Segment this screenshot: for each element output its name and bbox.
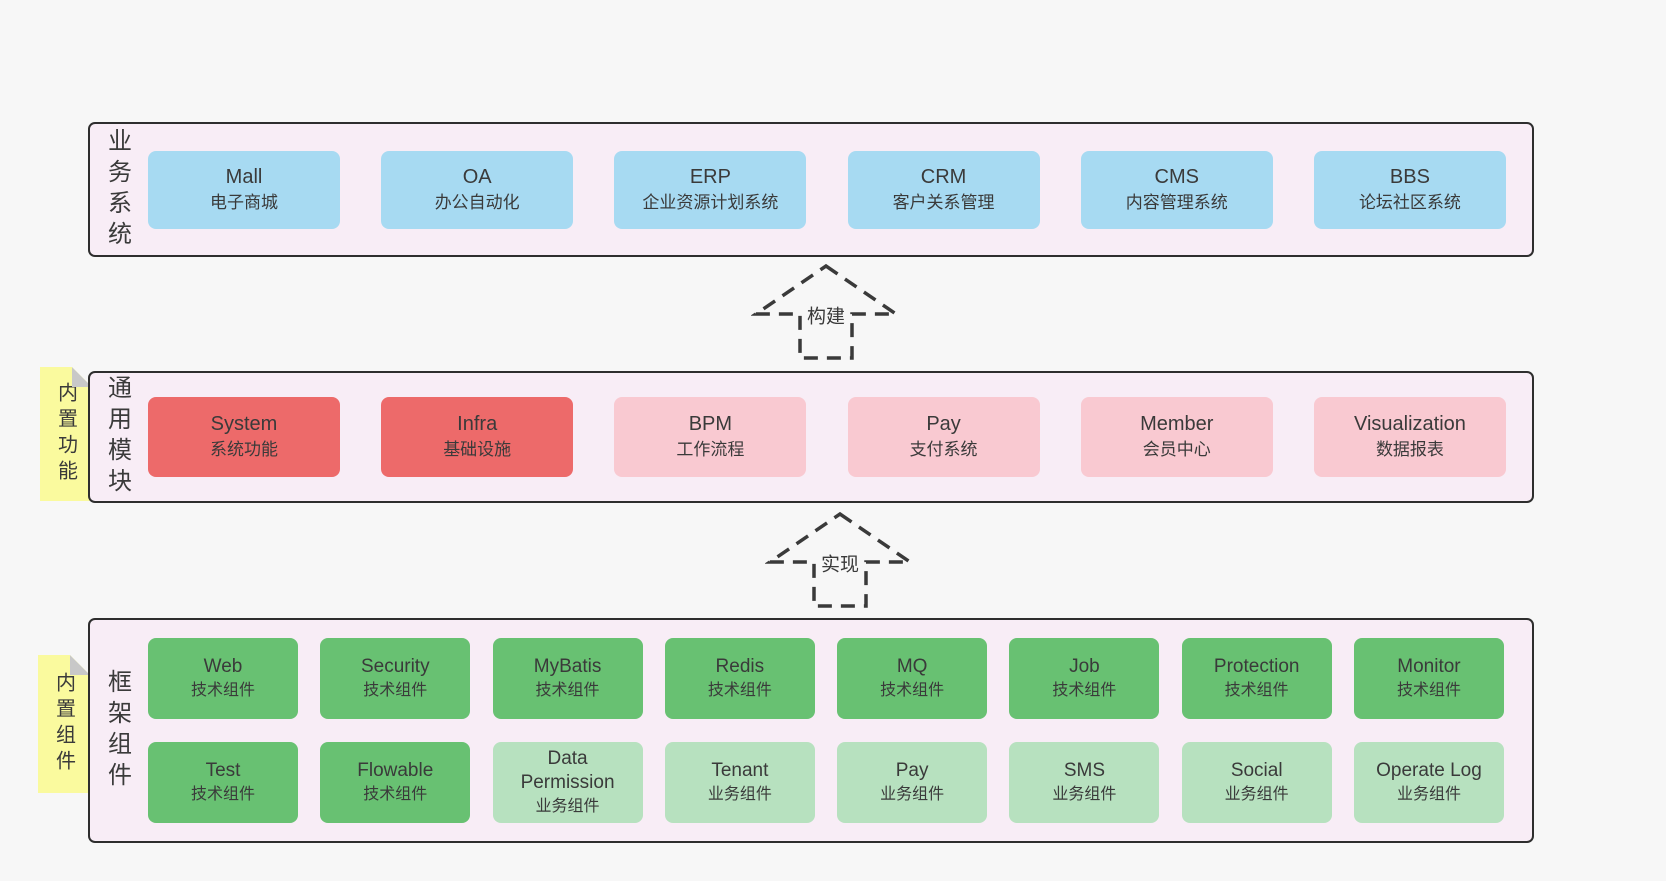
box-security: Security 技术组件	[320, 638, 471, 719]
layer-label-business: 业务系统	[103, 127, 131, 252]
box-mybatis: MyBatis 技术组件	[492, 638, 643, 719]
box-protection: Protection 技术组件	[1181, 638, 1332, 719]
box-cms: CMS 内容管理系统	[1080, 150, 1273, 229]
sticky-note-built-in-components: 内置组件	[38, 655, 90, 793]
box-redis: Redis 技术组件	[664, 638, 815, 719]
box-erp: ERP 企业资源计划系统	[614, 150, 807, 229]
module-boxes-row: System 系统功能 Infra 基础设施 BPM 工作流程 Pay 支付系统…	[144, 373, 1532, 501]
box-visualization: Visualization 数据报表	[1313, 397, 1506, 477]
box-job: Job 技术组件	[1009, 638, 1160, 719]
arrow-label: 构建	[803, 299, 849, 331]
box-monitor: Monitor 技术组件	[1353, 638, 1504, 719]
layer-label-modules: 通用模块	[103, 375, 131, 499]
box-mq: MQ 技术组件	[837, 638, 988, 719]
box-flowable: Flowable 技术组件	[320, 742, 471, 823]
layer-business-systems: 业务系统 Mall 电子商城 OA 办公自动化 ERP 企业资源计划系统 CRM…	[88, 122, 1534, 257]
business-boxes-row: Mall 电子商城 OA 办公自动化 ERP 企业资源计划系统 CRM 客户关系…	[144, 124, 1532, 255]
box-pay: Pay 支付系统	[847, 397, 1040, 477]
box-bbs: BBS 论坛社区系统	[1313, 150, 1506, 229]
box-web: Web 技术组件	[148, 638, 298, 719]
sticky-note-label: 内置组件	[52, 672, 75, 776]
box-test: Test 技术组件	[148, 742, 298, 823]
box-infra: Infra 基础设施	[381, 397, 574, 477]
layer-label-components: 框架组件	[103, 668, 131, 793]
box-member: Member 会员中心	[1080, 397, 1273, 477]
layer-framework-components: 框架组件 Web 技术组件 Security 技术组件 MyBatis 技术组件…	[88, 618, 1534, 843]
box-sms: SMS 业务组件	[1009, 742, 1160, 823]
sticky-note-built-in-features: 内置功能	[40, 367, 92, 501]
layer-common-modules: 通用模块 System 系统功能 Infra 基础设施 BPM 工作流程 Pay…	[88, 371, 1534, 503]
folded-corner-icon	[70, 655, 90, 675]
arrow-label: 实现	[817, 547, 863, 579]
dashed-up-arrow-icon	[751, 263, 901, 360]
box-system: System 系统功能	[148, 397, 340, 477]
component-row-biz: Test 技术组件 Flowable 技术组件 Data Permission …	[148, 742, 1504, 823]
box-mall: Mall 电子商城	[148, 150, 340, 229]
component-row-tech: Web 技术组件 Security 技术组件 MyBatis 技术组件 Redi…	[148, 638, 1504, 719]
arrow-build: 构建	[751, 262, 901, 362]
dashed-up-arrow-icon	[765, 511, 915, 608]
component-boxes-grid: Web 技术组件 Security 技术组件 MyBatis 技术组件 Redi…	[144, 620, 1532, 841]
arrow-implement: 实现	[765, 510, 915, 610]
box-bpm: BPM 工作流程	[614, 397, 807, 477]
box-social: Social 业务组件	[1181, 742, 1332, 823]
box-crm: CRM 客户关系管理	[847, 150, 1040, 229]
box-data-permission: Data Permission 业务组件	[492, 742, 643, 823]
box-tenant: Tenant 业务组件	[664, 742, 815, 823]
sticky-note-label: 内置功能	[54, 382, 77, 486]
box-pay-biz: Pay 业务组件	[837, 742, 988, 823]
box-operate-log: Operate Log 业务组件	[1353, 742, 1504, 823]
box-oa: OA 办公自动化	[381, 150, 574, 229]
